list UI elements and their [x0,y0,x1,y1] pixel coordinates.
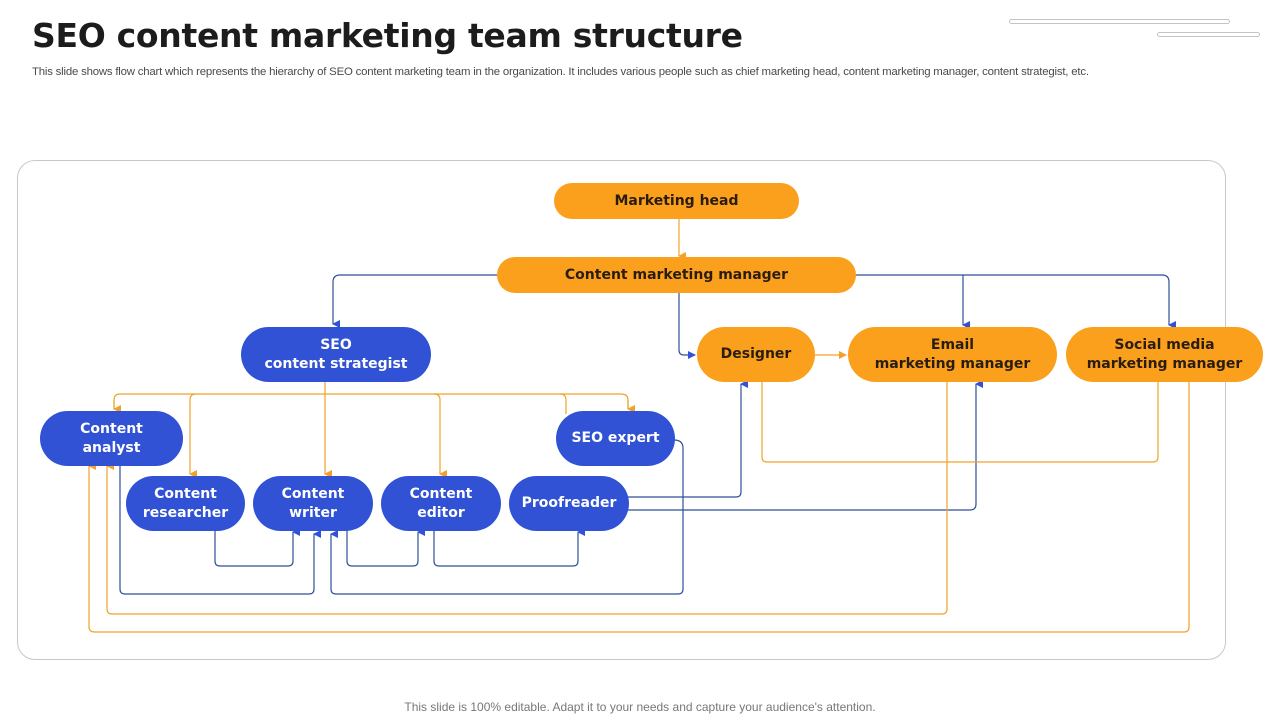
diagram-frame [17,160,1226,660]
node-seo-content-strategist[interactable]: SEO content strategist [241,327,431,382]
node-label: Content writer [281,485,345,521]
node-label: SEO expert [571,430,660,446]
node-label: Marketing head [614,192,739,209]
node-label: Content editor [409,485,473,521]
slide-footer: This slide is 100% editable. Adapt it to… [404,700,876,714]
slide-subtitle: This slide shows flow chart which repres… [32,66,1089,78]
node-marketing-head[interactable]: Marketing head [554,183,799,219]
node-label: Content marketing manager [564,266,789,283]
decorative-line [1009,19,1230,24]
node-label: Content analyst [80,420,143,456]
node-content-analyst[interactable]: Content analyst [40,411,183,466]
node-content-editor[interactable]: Content editor [381,476,501,531]
node-label: Email marketing manager [874,336,1031,372]
node-proofreader[interactable]: Proofreader [509,476,629,531]
node-label: Content researcher [142,485,229,521]
slide-title: SEO content marketing team structure [32,16,743,55]
node-email-marketing-manager[interactable]: Email marketing manager [848,327,1057,382]
node-content-writer[interactable]: Content writer [253,476,373,531]
node-social-media-marketing-manager[interactable]: Social media marketing manager [1066,327,1263,382]
node-content-marketing-manager[interactable]: Content marketing manager [497,257,856,293]
node-designer[interactable]: Designer [697,327,815,382]
node-label: Designer [720,346,792,362]
decorative-line [1157,32,1260,37]
node-label: Proofreader [521,495,617,511]
node-seo-expert[interactable]: SEO expert [556,411,675,466]
node-label: Social media marketing manager [1086,336,1243,372]
node-label: SEO content strategist [264,336,408,372]
node-content-researcher[interactable]: Content researcher [126,476,245,531]
